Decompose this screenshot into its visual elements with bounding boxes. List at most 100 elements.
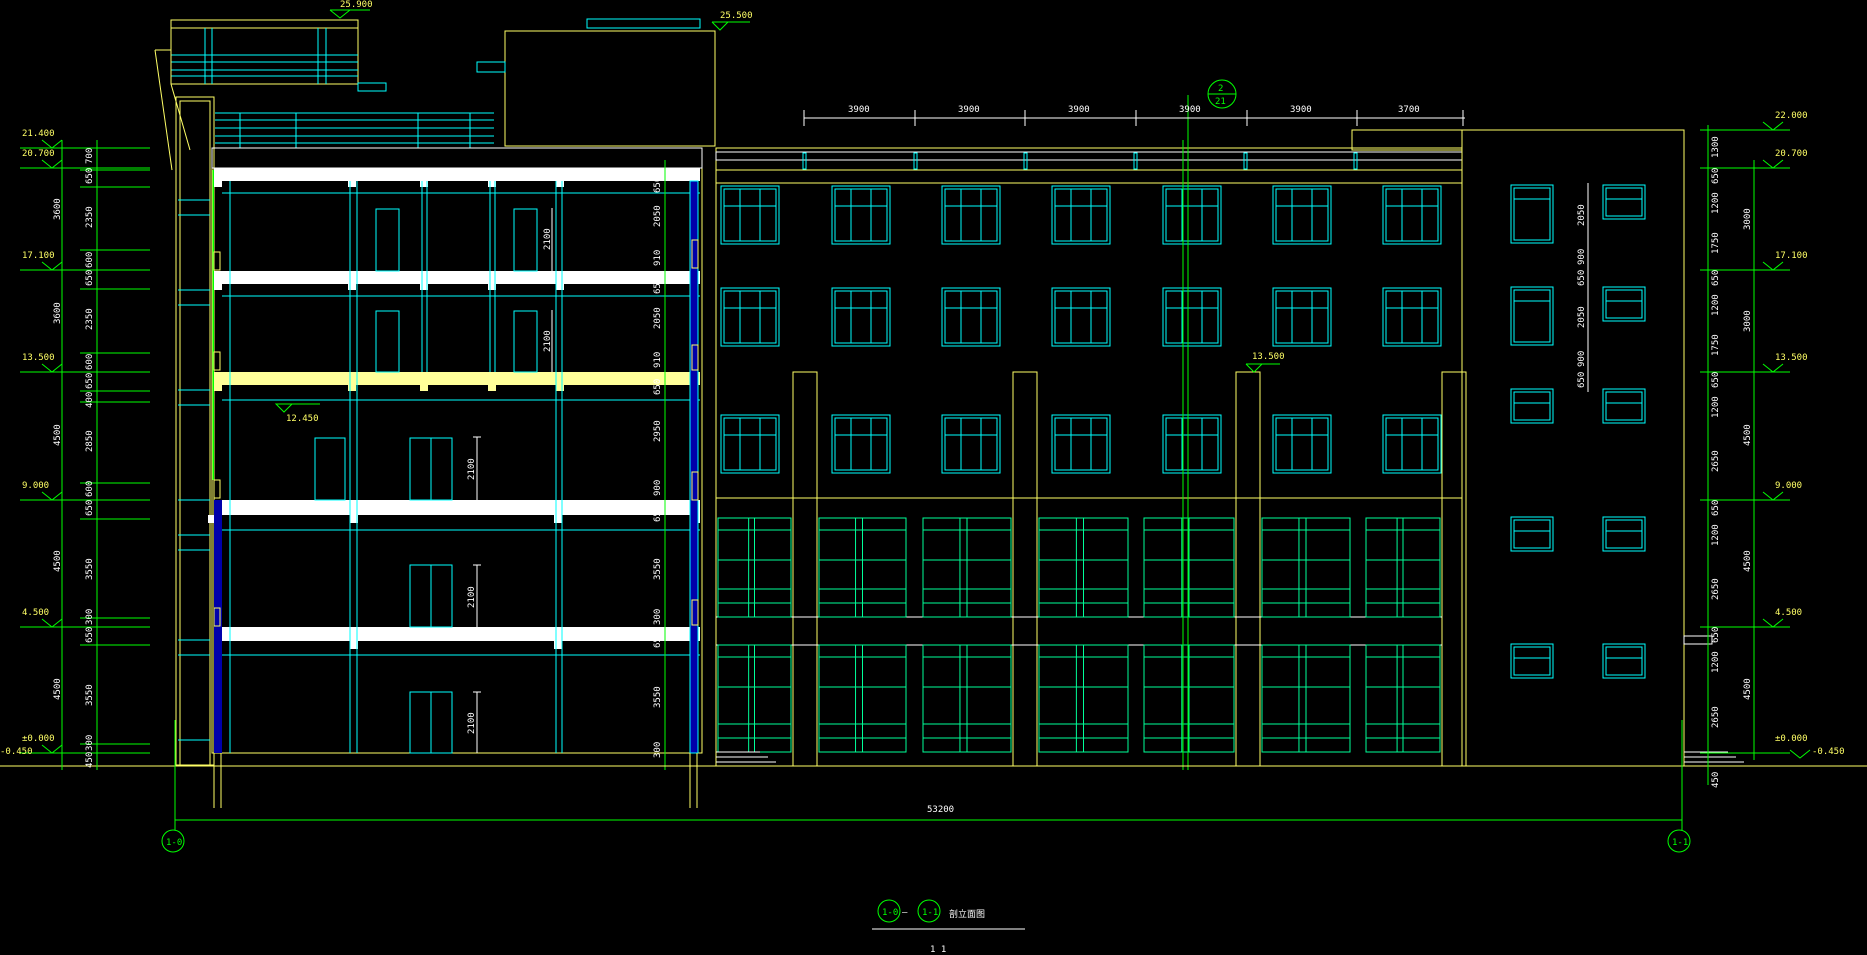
dimension-text: 650 [653, 278, 663, 294]
dimension-text: 2100 [543, 330, 553, 352]
elevation-label: 9.000 [1775, 481, 1802, 491]
window [1382, 414, 1442, 474]
dimension-text: 2050 [1577, 204, 1587, 226]
dimension-text: 2650 [1711, 706, 1721, 728]
dimension-text: 1200 [1711, 294, 1721, 316]
dimension-text: 1750 [1711, 232, 1721, 254]
drawing-subtitle: 1 1 [930, 945, 946, 955]
dimension-text: 650 [1577, 372, 1587, 388]
dimension-text: 4500 [53, 424, 63, 446]
window [1051, 414, 1111, 474]
dimension-text: 3550 [653, 686, 663, 708]
dimension-text: 650 [653, 379, 663, 395]
door [513, 310, 538, 373]
elevation-label: 9.000 [22, 481, 49, 491]
dimension-text: 4500 [53, 550, 63, 572]
dimension-text: 1200 [1711, 396, 1721, 418]
overall-dimension: 53200 [927, 805, 954, 815]
window [1510, 643, 1554, 679]
curtain-wall [922, 517, 1012, 618]
window [1272, 414, 1332, 474]
dimension-text: 650 [1577, 270, 1587, 286]
dimension-text: 900 [1577, 351, 1587, 367]
dimension-text: 2100 [543, 228, 553, 250]
dimension-text: 2350 [85, 206, 95, 228]
dimension-text: 2050 [653, 205, 663, 227]
dimension-text: 650 [85, 500, 95, 516]
window [1510, 388, 1554, 424]
door [513, 208, 538, 272]
window [941, 287, 1001, 347]
bay-dimension: 3900 [848, 105, 870, 115]
window [941, 414, 1001, 474]
window [720, 185, 780, 245]
window [1382, 185, 1442, 245]
elevation-label: 13.500 [22, 353, 55, 363]
elevation-label: -0.450 [0, 747, 33, 757]
elevation-label: 13.500 [1775, 353, 1808, 363]
axis-marker-bottom: 21 [1215, 97, 1226, 107]
bay-dimension: 3900 [958, 105, 980, 115]
curtain-wall-strip [689, 180, 699, 754]
dimension-text: 300 [653, 609, 663, 625]
curtain-wall [1261, 517, 1351, 618]
dimension-text: 650 [1711, 372, 1721, 388]
dimension-text: 3000 [1743, 310, 1753, 332]
window [720, 414, 780, 474]
dimension-text: 1300 [1711, 136, 1721, 158]
window [1051, 287, 1111, 347]
axis-bubble [161, 829, 185, 853]
axis-label: 1-1 [1672, 838, 1688, 848]
dimension-text: 4500 [1743, 424, 1753, 446]
dimension-text: 650 [85, 373, 95, 389]
curtain-wall [1365, 644, 1441, 753]
dimension-text: 3550 [85, 558, 95, 580]
elevation-label: 4.500 [22, 608, 49, 618]
window [831, 287, 891, 347]
dimension-text: 450 [85, 752, 95, 768]
dimension-text: 3550 [653, 558, 663, 580]
dimension-text: 2100 [467, 586, 477, 608]
roof-slab [214, 168, 700, 181]
window [1602, 184, 1646, 220]
window [1162, 185, 1222, 245]
dimension-text: 2650 [1711, 578, 1721, 600]
bay-dimension: 3900 [1068, 105, 1090, 115]
window [1382, 287, 1442, 347]
curtain-wall [1038, 644, 1129, 753]
dimension-text: 900 [1577, 249, 1587, 265]
bay-dimension: 3900 [1179, 105, 1201, 115]
dimension-text: 650 [653, 177, 663, 193]
bay-dimension: 3700 [1398, 105, 1420, 115]
window [941, 185, 1001, 245]
elevation-label: ±0.000 [22, 734, 55, 744]
dimension-text: 400 [85, 392, 95, 408]
elevation-label: 21.400 [22, 129, 55, 139]
dimension-text: 650 [85, 168, 95, 184]
dimension-text: 2950 [653, 420, 663, 442]
elevation-label: -0.450 [1812, 747, 1845, 757]
level-label: 25.900 [340, 0, 373, 10]
curtain-wall [818, 644, 907, 753]
window [1272, 185, 1332, 245]
curtain-wall [818, 517, 907, 618]
axis-marker-top: 2 [1218, 84, 1223, 94]
dimension-text: 3000 [1743, 208, 1753, 230]
elevation-label: 17.100 [22, 251, 55, 261]
curtain-walls [717, 517, 1441, 753]
dimension-text: 700 [85, 148, 95, 164]
dimension-text: 2350 [85, 308, 95, 330]
dimensions [20, 9, 1811, 853]
dimension-text: 650 [1711, 270, 1721, 286]
dimension-text: 2050 [653, 307, 663, 329]
window [831, 414, 891, 474]
section-cut [154, 18, 716, 808]
elevation-label: 20.700 [22, 149, 55, 159]
dimension-text: 1750 [1711, 334, 1721, 356]
axis-label: 1-0 [166, 838, 182, 848]
elevation-label: ±0.000 [1775, 734, 1808, 744]
floor-slab [214, 500, 700, 515]
window [1510, 516, 1554, 552]
floor-slab [214, 372, 700, 385]
